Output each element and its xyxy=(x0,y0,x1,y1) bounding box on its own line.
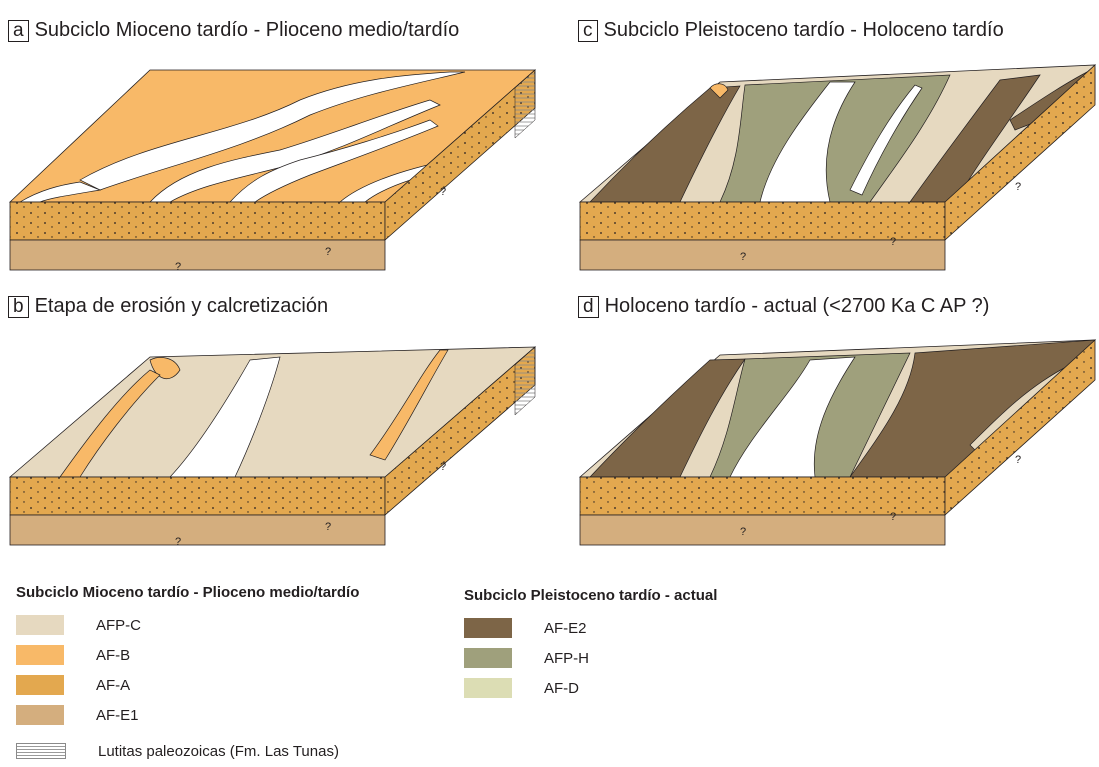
panel-a-letter: a xyxy=(8,20,29,42)
question-mark: ? xyxy=(440,461,446,473)
legend-swatch-shale xyxy=(16,743,66,759)
block-diagram-a: ? ? ? xyxy=(0,60,540,280)
legend-group1-title: Subciclo Mioceno tardío - Plioceno medio… xyxy=(16,584,359,601)
panel-c-label: Subciclo Pleistoceno tardío - Holoceno t… xyxy=(604,19,1004,41)
legend-swatch xyxy=(464,648,512,668)
legend-swatch xyxy=(464,678,512,698)
front-face-dots xyxy=(10,202,385,240)
legend-item-afp-c: AFP-C xyxy=(16,614,141,636)
front-face-dots xyxy=(580,477,945,515)
question-mark: ? xyxy=(890,236,896,248)
question-mark: ? xyxy=(325,521,331,533)
panel-a-label: Subciclo Mioceno tardío - Plioceno medio… xyxy=(35,19,460,41)
question-mark: ? xyxy=(740,526,746,538)
block-diagram-d: ? ? ? xyxy=(570,335,1099,555)
legend-swatch xyxy=(16,645,64,665)
block-diagram-b: ? ? ? xyxy=(0,335,540,555)
question-mark: ? xyxy=(175,536,181,548)
block-diagram-c: ? ? ? xyxy=(570,60,1099,280)
question-mark: ? xyxy=(1015,181,1021,193)
question-mark: ? xyxy=(325,246,331,258)
panel-b-title: b Etapa de erosión y calcretización xyxy=(8,294,328,318)
legend-swatch xyxy=(16,615,64,635)
question-mark: ? xyxy=(740,251,746,263)
legend-item-af-e1: AF-E1 xyxy=(16,704,139,726)
legend-label: Lutitas paleozoicas (Fm. Las Tunas) xyxy=(98,743,339,760)
legend-swatch xyxy=(16,675,64,695)
panel-c-letter: c xyxy=(578,20,598,42)
question-mark: ? xyxy=(890,511,896,523)
legend-swatch xyxy=(464,618,512,638)
legend-label: AF-E2 xyxy=(544,620,587,637)
front-face-dots xyxy=(580,202,945,240)
panel-d-label: Holoceno tardío - actual (<2700 Ka C AP … xyxy=(605,295,990,317)
legend-label: AF-B xyxy=(96,647,130,664)
question-mark: ? xyxy=(1015,454,1021,466)
question-mark: ? xyxy=(175,261,181,273)
legend-item-af-b: AF-B xyxy=(16,644,130,666)
legend-item-af-e2: AF-E2 xyxy=(464,617,587,639)
legend-label: AFP-C xyxy=(96,617,141,634)
legend-item-shale: Lutitas paleozoicas (Fm. Las Tunas) xyxy=(16,740,339,762)
panel-b-label: Etapa de erosión y calcretización xyxy=(35,295,329,317)
legend-label: AFP-H xyxy=(544,650,589,667)
legend-item-afp-h: AFP-H xyxy=(464,647,589,669)
legend-label: AF-E1 xyxy=(96,707,139,724)
panel-a-title: a Subciclo Mioceno tardío - Plioceno medi… xyxy=(8,18,459,42)
question-mark: ? xyxy=(440,186,446,198)
panel-d-title: d Holoceno tardío - actual (<2700 Ka C AP… xyxy=(578,294,989,318)
panel-b-letter: b xyxy=(8,296,29,318)
front-face-dots xyxy=(10,477,385,515)
legend-swatch xyxy=(16,705,64,725)
legend-group2-title: Subciclo Pleistoceno tardío - actual xyxy=(464,587,717,604)
panel-d-letter: d xyxy=(578,296,599,318)
panel-c-title: c Subciclo Pleistoceno tardío - Holoceno … xyxy=(578,18,1004,42)
legend-item-af-d: AF-D xyxy=(464,677,579,699)
legend-label: AF-D xyxy=(544,680,579,697)
legend-item-af-a: AF-A xyxy=(16,674,130,696)
legend-label: AF-A xyxy=(96,677,130,694)
